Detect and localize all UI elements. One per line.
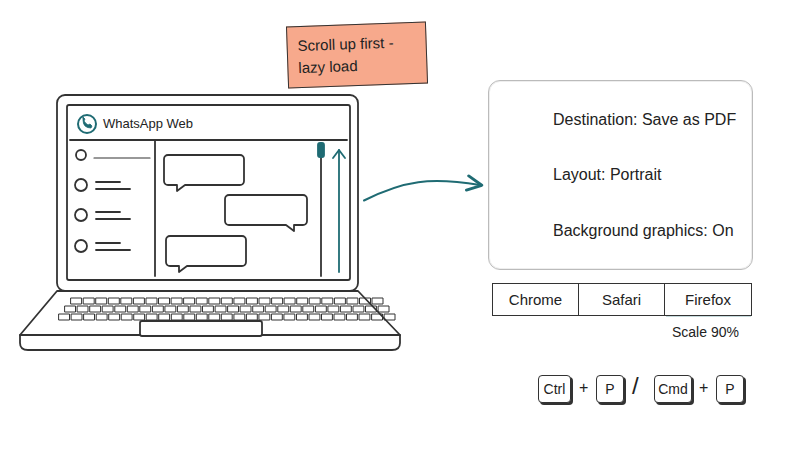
key-cap: P	[716, 375, 744, 403]
node-text: Background graphics: On	[553, 222, 734, 240]
browser-tab: Safari	[578, 283, 665, 316]
node-text: WhatsApp Web	[103, 116, 193, 131]
node-text: P	[725, 381, 734, 397]
node-text: Ctrl	[544, 381, 566, 397]
node-text: Destination: Save as PDF	[553, 111, 736, 129]
node-text: Chrome	[509, 291, 562, 308]
key-cap: Cmd	[654, 375, 692, 403]
flow-arrow	[364, 181, 480, 200]
plus-sign: +	[699, 379, 708, 397]
node-text: Firefox	[685, 291, 731, 308]
slash-separator: /	[632, 372, 639, 400]
node-text: P	[605, 381, 614, 397]
node-text: Scroll up first - lazy load	[297, 31, 416, 79]
sticky-note: Scroll up first - lazy load	[286, 22, 428, 88]
node-text: Cmd	[658, 381, 688, 397]
plus-sign: +	[579, 379, 588, 397]
node-text: Layout: Portrait	[553, 166, 662, 184]
browser-tab: Firefox	[664, 283, 752, 316]
print-settings-panel: Destination: Save as PDF Layout: Portrait…	[488, 80, 753, 270]
app-window: WhatsApp Web	[67, 105, 350, 280]
node-text: Safari	[602, 291, 641, 308]
key-cap: Ctrl	[538, 375, 571, 403]
scale-note: Scale 90%	[672, 324, 739, 340]
browser-tab: Chrome	[492, 283, 579, 316]
key-cap: P	[596, 375, 624, 403]
